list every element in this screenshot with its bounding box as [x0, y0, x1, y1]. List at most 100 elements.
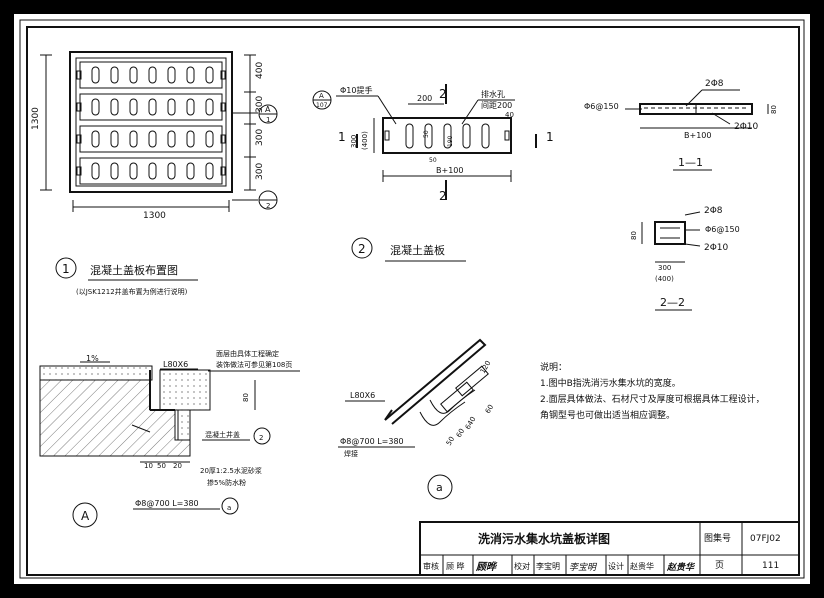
plan-slot	[129, 130, 138, 148]
plan-dim-r4: 300	[255, 163, 265, 180]
plan-dim-bottom: 1300	[143, 211, 166, 221]
A-cover-ref-circle	[253, 427, 271, 445]
paper	[14, 14, 810, 584]
outer-frame	[19, 19, 805, 579]
s11-title: 1—1	[678, 156, 703, 169]
plan-slot	[91, 162, 100, 180]
A-anchor-ref: a	[227, 504, 231, 512]
plan-slot	[91, 98, 100, 116]
A-finish-1: 面层由具体工程确定	[216, 349, 279, 358]
plate-dim-top: 200	[417, 94, 432, 103]
role-3: 设计	[608, 561, 624, 571]
A-cover-label: 混凝土井盖	[205, 430, 240, 439]
cut11-right: 1	[546, 130, 554, 144]
plan-handle	[76, 166, 82, 176]
plan-slot	[167, 130, 176, 148]
A-label: A	[81, 509, 90, 523]
plan-slot	[167, 66, 176, 84]
A-anchor: Φ8@700 L=380	[135, 499, 199, 508]
s11-rebar-side: Φ6@150	[584, 102, 619, 111]
A-dim-20: 20	[173, 462, 182, 470]
detail-a: L80X6 Φ8@700 L=380 焊接 120 60 640 60 50 a	[338, 338, 495, 500]
A-cover-ref: 2	[259, 434, 263, 442]
page-no: 111	[762, 561, 779, 571]
plan-slot	[91, 130, 100, 148]
plan-slot	[129, 162, 138, 180]
detail-A: 1% L80X6 面层由具体工程确定 装饰做法可参见第108页 80 混凝土井盖…	[39, 349, 300, 528]
page-label: 页	[715, 560, 724, 571]
notes: 说明： 1.图中B指洗消污水集水坑的宽度。 2.面层具体做法、石材尺寸及厚度可根…	[540, 361, 765, 421]
a-dim-4: 60	[455, 427, 466, 439]
plan-handle	[76, 70, 82, 80]
s11-rebar-top: 2Φ8	[705, 79, 724, 89]
plan-slot	[110, 98, 119, 116]
plate-slot	[462, 123, 471, 149]
A-mortar-2: 掺5%防水粉	[207, 478, 246, 487]
note-1: 1.图中B指洗消污水集水坑的宽度。	[540, 377, 681, 389]
plan-dim-r3: 300	[255, 129, 265, 146]
plan-slot	[205, 66, 214, 84]
A-label-circle	[72, 502, 98, 528]
plate-dim-h1: 300	[350, 135, 358, 148]
plan-dim-r1: 400	[255, 62, 265, 79]
plan-plate	[79, 157, 223, 185]
atlas-label: 图集号	[704, 532, 731, 544]
section-2-2: 2Φ8 Φ6@150 2Φ10 80 300 (400) 2—2	[630, 206, 740, 311]
cover-plate-drawing: B+100 200 300 (400) 50 190 40 50 Φ10提手 A…	[312, 84, 554, 262]
plan-slot	[186, 130, 195, 148]
plan-handle	[220, 166, 226, 176]
plan-slot	[186, 66, 195, 84]
plan-handle	[220, 134, 226, 144]
plate-dim-right: 40	[505, 111, 514, 119]
name-2: 李宝明	[536, 561, 560, 571]
role-2: 校对	[514, 561, 530, 571]
plate-slot	[405, 123, 414, 149]
callout-A-bottom: 1	[266, 116, 270, 124]
s22-rebar-bottom: 2Φ10	[704, 243, 729, 253]
a-anchor: Φ8@700 L=380	[340, 437, 404, 446]
s22-rebar-top: 2Φ8	[704, 206, 723, 216]
s11-rebar-bottom: 2Φ10	[734, 122, 759, 132]
layout-plan: 1300 1300 400 300 300 300 A 1 2 1 混凝土盖板布…	[31, 51, 278, 296]
plate-dim-h2: (400)	[361, 131, 369, 150]
plate-slot	[443, 123, 452, 149]
plate-slot	[424, 123, 433, 149]
s11-width: B+100	[684, 131, 711, 140]
plan-slot	[186, 98, 195, 116]
plate-dim-width: B+100	[436, 166, 463, 175]
plan-number: 1	[62, 262, 70, 276]
A-anchor-ref-circle	[221, 497, 239, 515]
name-1: 顾 晔	[446, 561, 465, 571]
plate-dim-slot1: 50	[423, 130, 430, 138]
plate-handle	[504, 130, 510, 141]
plan-slot	[186, 162, 195, 180]
plan-dim-left: 1300	[31, 107, 41, 130]
plan-slot	[148, 98, 157, 116]
s22-title: 2—2	[660, 296, 685, 309]
plan-plate	[79, 125, 223, 153]
plan-slot	[148, 130, 157, 148]
name-3: 赵贵华	[630, 561, 654, 571]
s22-rebar-mid: Φ6@150	[705, 225, 740, 234]
hook-ref-top: A	[319, 92, 324, 100]
cut22-top: 2	[439, 87, 447, 101]
section-1-1: 2Φ8 Φ6@150 2Φ10 80 B+100 1—1	[584, 79, 778, 171]
plan-handle	[76, 134, 82, 144]
s11-height: 80	[770, 105, 778, 114]
A-slope: 1%	[86, 354, 99, 363]
plate-number-circle	[351, 237, 373, 259]
plan-title: 混凝土盖板布置图	[90, 263, 178, 277]
a-label-circle	[427, 474, 453, 500]
note-3: 角钢型号也可做出适当相应调整。	[540, 409, 675, 421]
hook-ref-bottom: 107	[316, 102, 328, 109]
plan-slot	[110, 162, 119, 180]
sign-2: 李宝明	[569, 562, 598, 573]
A-angle: L80X6	[163, 360, 188, 369]
plate-slot	[481, 123, 490, 149]
plate-handle	[384, 130, 390, 141]
plan-slot	[167, 98, 176, 116]
plate-dim-slot2: 190	[447, 135, 454, 147]
A-dim-50: 50	[157, 462, 166, 470]
A-dim-80: 80	[242, 393, 250, 402]
